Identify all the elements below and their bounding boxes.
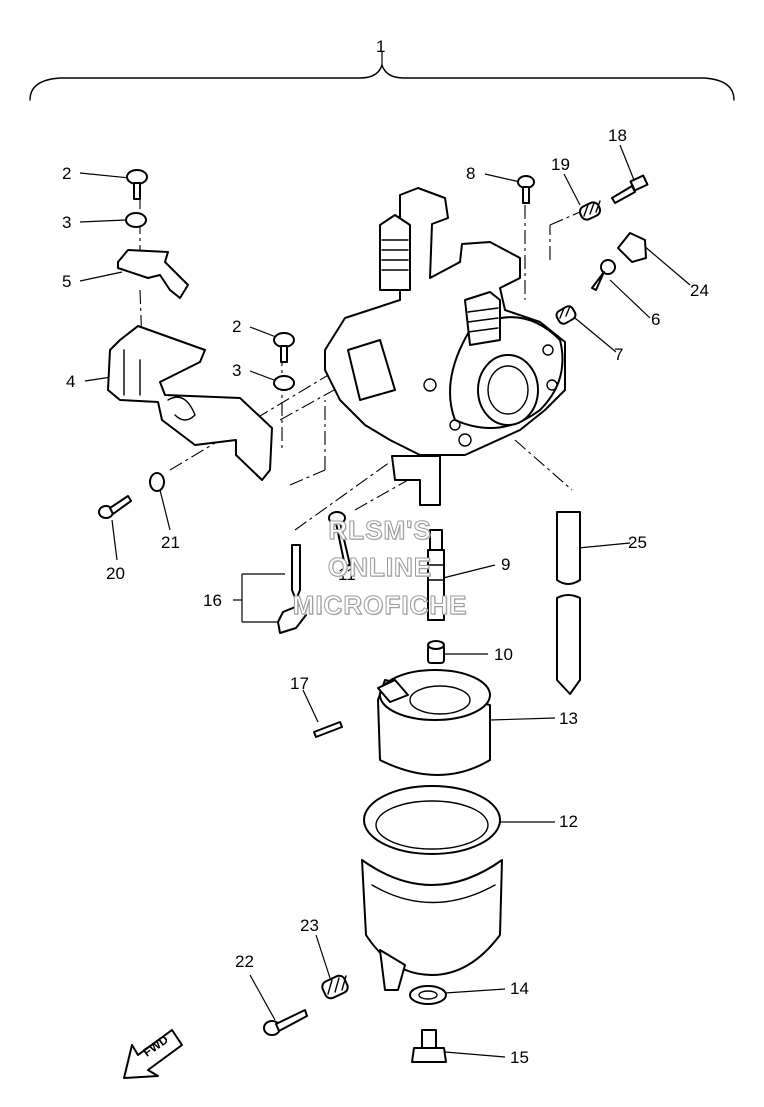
forward-arrow-icon	[123, 1029, 183, 1079]
spring-19	[578, 200, 602, 221]
watermark-line-1: RLSM'S	[328, 515, 432, 546]
screw-11	[328, 511, 351, 567]
jet-9	[427, 529, 445, 621]
callout-12: 12	[559, 812, 578, 831]
washer-3-mid	[273, 375, 295, 391]
jet-10	[427, 640, 445, 664]
cap-24	[617, 232, 647, 263]
watermark-line-3: MICROFICHE	[292, 590, 468, 621]
clamp-5	[117, 249, 189, 299]
callout-10: 10	[494, 645, 513, 664]
callout-5: 5	[62, 272, 72, 291]
callout-21: 21	[161, 533, 180, 552]
callout-20: 20	[106, 564, 125, 583]
screw-20	[98, 495, 132, 519]
callout-17: 17	[290, 674, 309, 693]
screw-2-top	[126, 169, 148, 200]
screw-18	[611, 174, 649, 204]
washer-21	[149, 472, 165, 492]
callout-9: 9	[501, 555, 511, 574]
callout-7: 7	[614, 345, 624, 364]
assembly-brace	[29, 62, 735, 101]
callout-15: 15	[510, 1048, 529, 1067]
bracket-4	[107, 325, 273, 481]
spring-7	[555, 305, 577, 325]
bolt-15	[411, 1029, 447, 1063]
callout-24: 24	[690, 281, 709, 300]
watermark-line-2: ONLINE	[327, 552, 433, 583]
pin-17	[313, 721, 343, 738]
washer-3-top	[125, 212, 147, 228]
screw-6	[591, 259, 616, 291]
callout-1: 1	[376, 37, 386, 56]
gasket-12	[363, 785, 501, 855]
carburetor-body	[324, 187, 566, 506]
callout-3-top: 3	[62, 213, 72, 232]
callout-2-mid: 2	[232, 317, 242, 336]
washer-14	[409, 985, 447, 1005]
screw-8	[517, 175, 535, 204]
callout-13: 13	[559, 709, 578, 728]
callout-18: 18	[608, 126, 627, 145]
screw-22	[263, 1009, 308, 1036]
callout-14: 14	[510, 979, 529, 998]
callout-11: 11	[338, 565, 356, 584]
callout-19: 19	[551, 155, 570, 174]
callout-16: 16	[203, 591, 222, 610]
leader-lines	[79, 144, 691, 1058]
needle-16	[277, 544, 307, 634]
callout-3-mid: 3	[232, 361, 242, 380]
float-bowl	[361, 859, 503, 991]
callout-23: 23	[300, 916, 319, 935]
callout-2-top: 2	[62, 164, 72, 183]
float-13	[377, 669, 491, 776]
callout-8: 8	[466, 164, 476, 183]
callout-25: 25	[628, 533, 647, 552]
screw-2-mid	[273, 332, 295, 363]
callout-22: 22	[235, 952, 254, 971]
callout-6: 6	[651, 310, 661, 329]
callout-4: 4	[66, 372, 76, 391]
tube-25	[556, 511, 581, 695]
spring-23	[321, 974, 349, 1000]
